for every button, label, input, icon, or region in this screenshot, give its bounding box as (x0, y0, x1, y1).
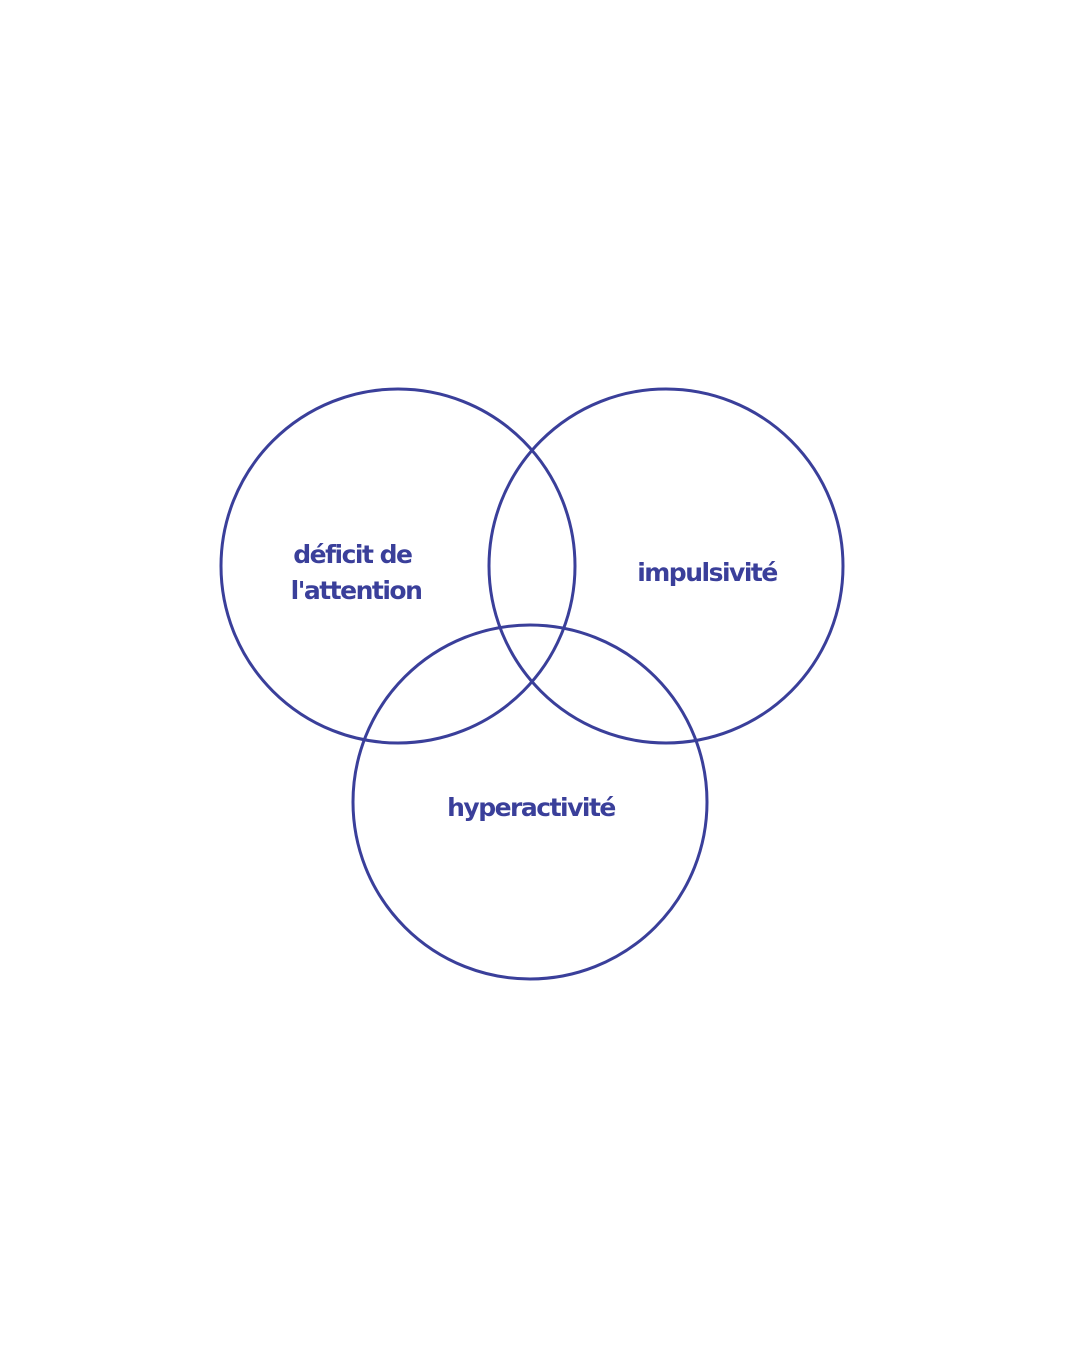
circle-impulsivity (487, 387, 845, 745)
label-attention-line-2: l'attention (291, 576, 422, 605)
circle-hyperactivity (351, 623, 709, 981)
circle-attention (219, 387, 577, 745)
label-attention-line-1: déficit de (293, 540, 412, 569)
label-attention: déficit de l'attention (291, 540, 422, 605)
label-hyperactivity: hyperactivité (447, 793, 615, 822)
label-hyperactivity-line-1: hyperactivité (447, 793, 615, 822)
label-impulsivity-line-1: impulsivité (637, 558, 777, 587)
label-impulsivity: impulsivité (637, 558, 777, 587)
